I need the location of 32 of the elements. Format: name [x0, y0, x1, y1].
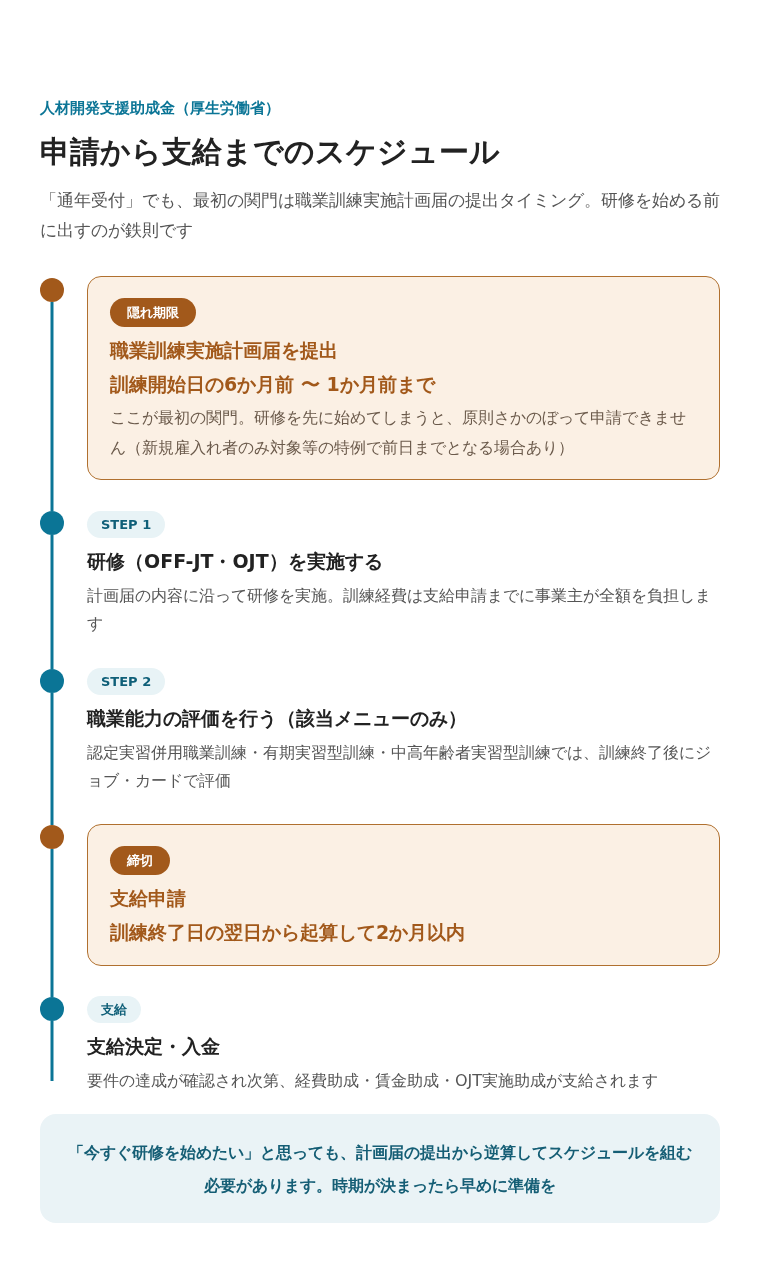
- timeline-dot: [40, 278, 64, 302]
- step-description: 要件の達成が確認され次第、経費助成・賃金助成・OJT実施助成が支給されます: [87, 1070, 660, 1092]
- timeline-dot: [40, 825, 64, 849]
- tag-pill: 締切: [110, 846, 170, 875]
- timeline-dot: [40, 669, 64, 693]
- step-heading: 研修（OFF-JT・OJT）を実施する: [87, 549, 384, 574]
- card-title: 支給申請: [110, 886, 187, 911]
- tag-pill: STEP 2: [87, 668, 166, 695]
- card-note: ここが最初の関門。研修を先に始めてしまうと、原則さかのぼって申請できません（新規雇入れ者のみ対象等の特例で前日までとなる場合あり）: [110, 407, 687, 459]
- note-box: 「今すぐ研修を始めたい」と思っても、計画届の提出から逆算してスケジュールを組む必要があります。時期が決まったら早めに準備を: [40, 1114, 720, 1223]
- card-deadline: 訓練開始日の6か月前 〜 1か月前まで: [110, 372, 437, 397]
- tag-pill: 隠れ期限: [110, 298, 196, 327]
- step-description: 認定実習併用職業訓練・有期実習型訓練・中高年齢者実習型訓練では、訓練終了後にジョブ・カードで評価: [87, 742, 712, 792]
- timeline-line: [50, 849, 54, 997]
- card-deadline: 訓練終了日の翌日から起算して2か月以内: [110, 920, 467, 945]
- page-title: 申請から支給までのスケジュール: [40, 133, 500, 171]
- highlight-card: [87, 824, 720, 966]
- kicker-text: 人材開発支援助成金（厚生労働省）: [40, 98, 280, 119]
- tag-pill: STEP 1: [87, 511, 166, 538]
- timeline-line: [50, 302, 54, 511]
- timeline-dot: [40, 511, 64, 535]
- timeline-line: [50, 1021, 54, 1081]
- card-title: 職業訓練実施計画届を提出: [110, 338, 339, 363]
- timeline-line: [50, 535, 54, 669]
- intro-text: 「通年受付」でも、最初の関門は職業訓練実施計画届の提出タイミング。研修を始める前に出すのが鉄則です: [40, 189, 721, 242]
- timeline-line: [50, 693, 54, 825]
- tag-pill: 支給: [87, 996, 141, 1023]
- step-heading: 職業能力の評価を行う（該当メニューのみ）: [87, 706, 468, 731]
- step-heading: 支給決定・入金: [87, 1034, 221, 1059]
- highlight-card: [87, 276, 720, 480]
- timeline-dot: [40, 997, 64, 1021]
- step-description: 計画届の内容に沿って研修を実施。訓練経費は支給申請までに事業主が全額を負担します: [87, 585, 712, 635]
